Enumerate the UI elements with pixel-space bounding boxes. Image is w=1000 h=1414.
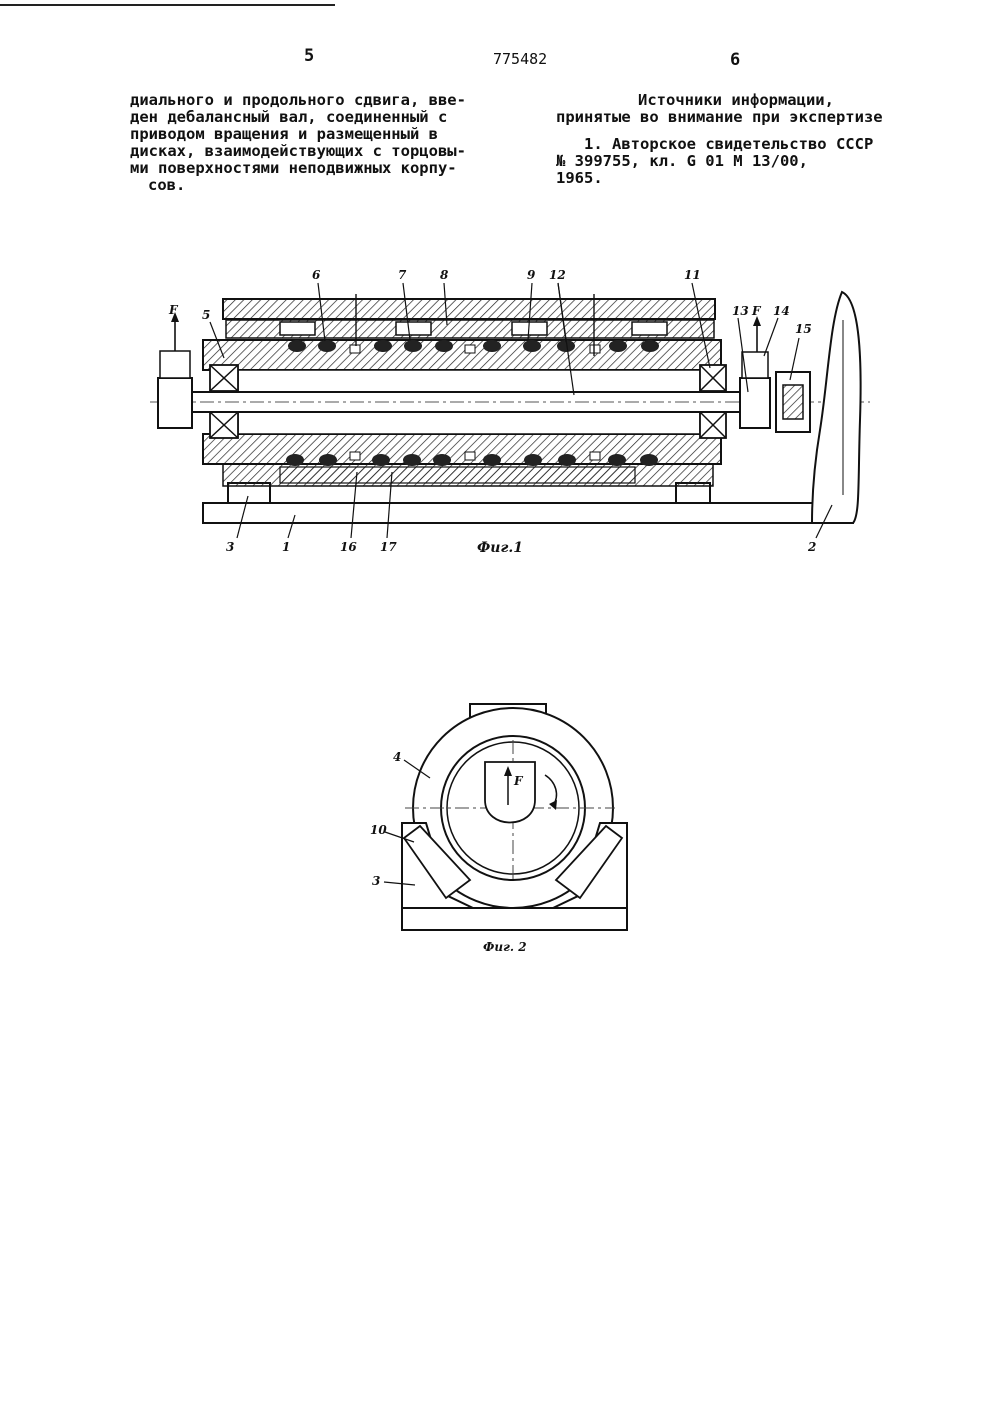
fig1-label-13: 13 (732, 304, 749, 318)
coupling-inner (783, 385, 803, 419)
top-cavity (396, 322, 431, 335)
fig1-label-7: 7 (398, 268, 406, 282)
fig1-label-5: 5 (202, 308, 210, 322)
fig2-label-10: 10 (370, 823, 387, 837)
fig1-label-15: 15 (795, 322, 812, 336)
motor-housing (812, 292, 861, 523)
bottom-insert (280, 467, 635, 483)
fig1-label-6: 6 (312, 268, 320, 282)
fig1-label-2: 2 (808, 540, 816, 554)
fig1-label-F-right: F (752, 304, 761, 318)
fig2-label-F: F (514, 774, 523, 788)
fig1-label-17: 17 (380, 540, 397, 554)
fig1-label-F-left: F (169, 303, 178, 317)
fig1-label-14: 14 (773, 304, 790, 318)
left-mass (158, 378, 192, 428)
right-mass (740, 378, 770, 428)
fig1-label-12: 12 (549, 268, 566, 282)
fig1-caption: Фиг.1 (477, 540, 523, 556)
fig1-label-8: 8 (440, 268, 448, 282)
fig1-label-9: 9 (527, 268, 535, 282)
left-mass-upper (160, 351, 190, 378)
top-cavity (632, 322, 667, 335)
fig1-label-3: 3 (226, 540, 234, 554)
base-plate (203, 503, 853, 523)
fig2-label-3: 3 (372, 874, 380, 888)
fig2-caption: Фиг. 2 (483, 940, 527, 954)
fig2-label-4: 4 (393, 750, 401, 764)
shaft (180, 392, 750, 412)
fig1-label-16: 16 (340, 540, 357, 554)
fig1-label-11: 11 (684, 268, 701, 282)
top-cavity (280, 322, 315, 335)
fig1-label-1: 1 (282, 540, 290, 554)
top-housing (223, 299, 715, 319)
